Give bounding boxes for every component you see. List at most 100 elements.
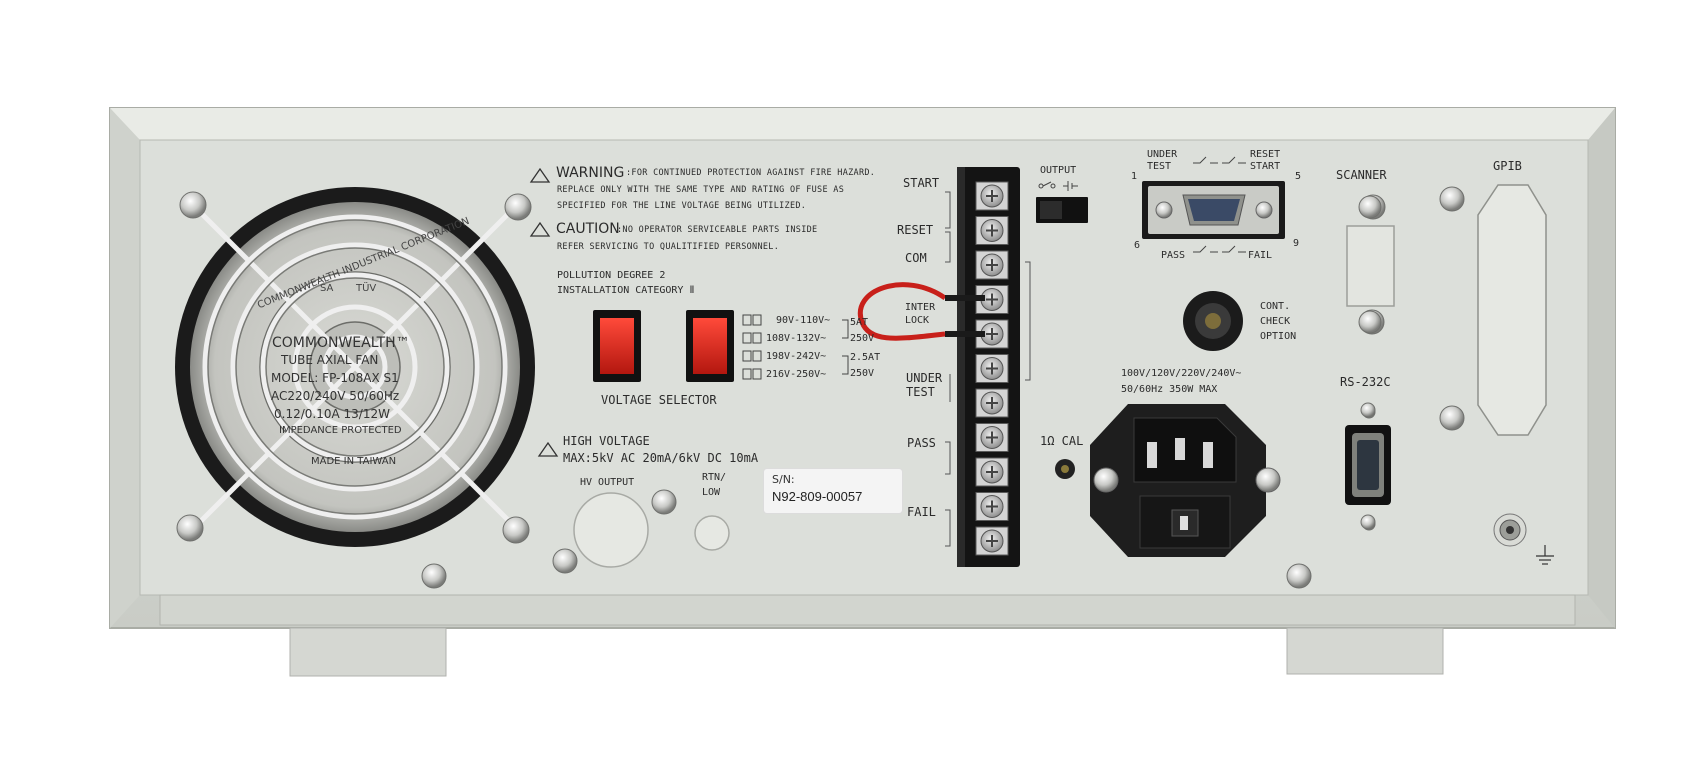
hv-output-port[interactable] [573, 492, 649, 568]
remote-reset-start-label: RESET [1250, 149, 1281, 160]
caution-text: :NO OPERATOR SERVICEABLE PARTS INSIDE [617, 225, 818, 235]
remote-pass-label: PASS [1161, 250, 1186, 261]
pollution-degree: POLLUTION DEGREE 2 [557, 270, 666, 281]
fan-label-line: TUBE AXIAL FAN [281, 353, 379, 367]
fan-label-line: 0.12/0.10A 13/12W [274, 407, 390, 421]
remote-under-test-label: UNDER [1147, 149, 1178, 160]
remote-pin-number: 1 [1131, 171, 1138, 182]
voltage-range: 198V-242V~ [766, 351, 827, 362]
remote-pin-number: 6 [1134, 240, 1141, 251]
fan-label-line: MADE IN TAIWAN [311, 456, 397, 467]
output-switch[interactable] [1036, 197, 1088, 223]
high-voltage-spec: MAX:5kV AC 20mA/6kV DC 10mA [563, 451, 759, 465]
rs232c-label: RS-232C [1340, 375, 1391, 389]
remote-relay-icon [1193, 156, 1246, 253]
terminal-screw[interactable] [975, 181, 1009, 211]
one-ohm-cal-point[interactable] [1055, 459, 1075, 479]
warning-text: SPECIFIED FOR THE LINE VOLTAGE BEING UTI… [557, 201, 807, 211]
caution-text: REFER SERVICING TO QUALITIFIED PERSONNEL… [557, 242, 780, 252]
power-rating: 50/60Hz 350W MAX [1121, 384, 1218, 395]
fan-cert-mark: TÜV [356, 283, 377, 294]
power-rating: 100V/120V/220V/240V~ [1121, 368, 1242, 379]
output-label: OUTPUT [1040, 165, 1077, 176]
fan-label-line: IMPEDANCE PROTECTED [279, 425, 402, 436]
terminal-screw[interactable] [975, 354, 1009, 383]
hv-output-label: HV OUTPUT [580, 477, 635, 488]
remote-fail-label: FAIL [1248, 250, 1273, 261]
terminal-label-under-test: UNDER [906, 371, 943, 385]
remote-under-test-label: TEST [1147, 161, 1172, 172]
fan-guard-icon [193, 205, 517, 529]
fan-label-line: AC220/240V 50/60Hz [271, 389, 400, 403]
cont-check-label: CHECK [1260, 316, 1291, 327]
fan-label-brand: COMMONWEALTH™ [272, 335, 410, 351]
fuse-rating: 250V [850, 368, 875, 379]
voltage-range: 108V-132V~ [766, 333, 827, 344]
warning-text: REPLACE ONLY WITH THE SAME TYPE AND RATI… [557, 185, 845, 195]
terminal-screw[interactable] [975, 492, 1009, 521]
rtn-low-label: LOW [702, 487, 721, 498]
terminal-label-pass: PASS [907, 436, 936, 450]
fuse-rating: 250V [850, 333, 875, 344]
ground-icon [1536, 545, 1554, 565]
ground-terminal[interactable] [1493, 513, 1527, 547]
fan-screws [176, 191, 532, 544]
case-feet [289, 627, 1444, 677]
cont-check-label: OPTION [1260, 331, 1297, 342]
warning-triangle-icon [529, 167, 559, 457]
voltage-range: 90V-110V~ [776, 315, 831, 326]
gpib-port-cover[interactable] [1477, 184, 1547, 436]
remote-connection-lines [945, 191, 1031, 547]
fuse-rating: 5AT [850, 317, 869, 328]
fan-cert-mark: SA [320, 283, 334, 294]
warning-text: :FOR CONTINUED PROTECTION AGAINST FIRE H… [626, 168, 876, 178]
voltage-range: 216V-250V~ [766, 369, 827, 380]
voltage-selector-switches[interactable] [593, 310, 734, 382]
remote-reset-start-label: START [1250, 161, 1281, 172]
scanner-label: SCANNER [1336, 168, 1387, 182]
serial-value: N92-809-00057 [772, 489, 863, 504]
terminal-screw[interactable] [975, 216, 1009, 245]
installation-category: INSTALLATION CATEGORY Ⅱ [557, 285, 695, 296]
terminal-label-start: START [903, 176, 940, 190]
interlock-jumper-wire [857, 282, 985, 341]
switch-position-icon [742, 314, 849, 380]
one-ohm-cal-label: 1Ω CAL [1040, 434, 1084, 448]
terminal-screw[interactable] [975, 526, 1009, 556]
remote-db9-connector[interactable] [1142, 181, 1285, 239]
fuse-rating: 2.5AT [850, 352, 881, 363]
terminal-label-com: COM [905, 251, 927, 265]
ac-power-inlet[interactable] [1090, 404, 1281, 557]
remote-pin-number: 9 [1293, 238, 1300, 249]
remote-pin-number: 5 [1295, 171, 1302, 182]
caution-heading: CAUTION [556, 221, 620, 237]
terminal-label-fail: FAIL [907, 505, 936, 519]
rs232c-port[interactable] [1345, 402, 1391, 530]
terminal-screw[interactable] [975, 250, 1009, 280]
output-contact-icon [1038, 181, 1078, 191]
terminal-screw[interactable] [975, 388, 1009, 418]
terminal-label-under-test: TEST [906, 385, 935, 399]
terminal-screws[interactable] [975, 181, 1009, 556]
serial-label: S/N: [772, 473, 795, 486]
terminal-label-interlock: LOCK [905, 315, 930, 326]
terminal-screw[interactable] [975, 423, 1009, 452]
serial-number-label: S/N: N92-809-00057 [764, 469, 902, 513]
terminal-screw[interactable] [975, 285, 1009, 314]
rtn-low-port[interactable] [694, 515, 730, 551]
cont-check-jack[interactable] [1183, 291, 1243, 351]
scanner-port[interactable] [1346, 195, 1395, 334]
terminal-screw[interactable] [975, 457, 1009, 487]
high-voltage-heading: HIGH VOLTAGE [563, 434, 650, 448]
fan-label-line: MODEL: FP-108AX S1 [271, 371, 399, 385]
terminal-label-interlock: INTER [905, 302, 936, 313]
terminal-label-reset: RESET [897, 223, 934, 237]
voltage-selector-label: VOLTAGE SELECTOR [601, 393, 717, 407]
gpib-label: GPIB [1493, 159, 1522, 173]
rtn-low-label: RTN/ [702, 472, 727, 483]
terminal-screw[interactable] [975, 319, 1009, 349]
warning-heading: WARNING [556, 165, 625, 181]
fan-guard-shadow [207, 219, 503, 515]
